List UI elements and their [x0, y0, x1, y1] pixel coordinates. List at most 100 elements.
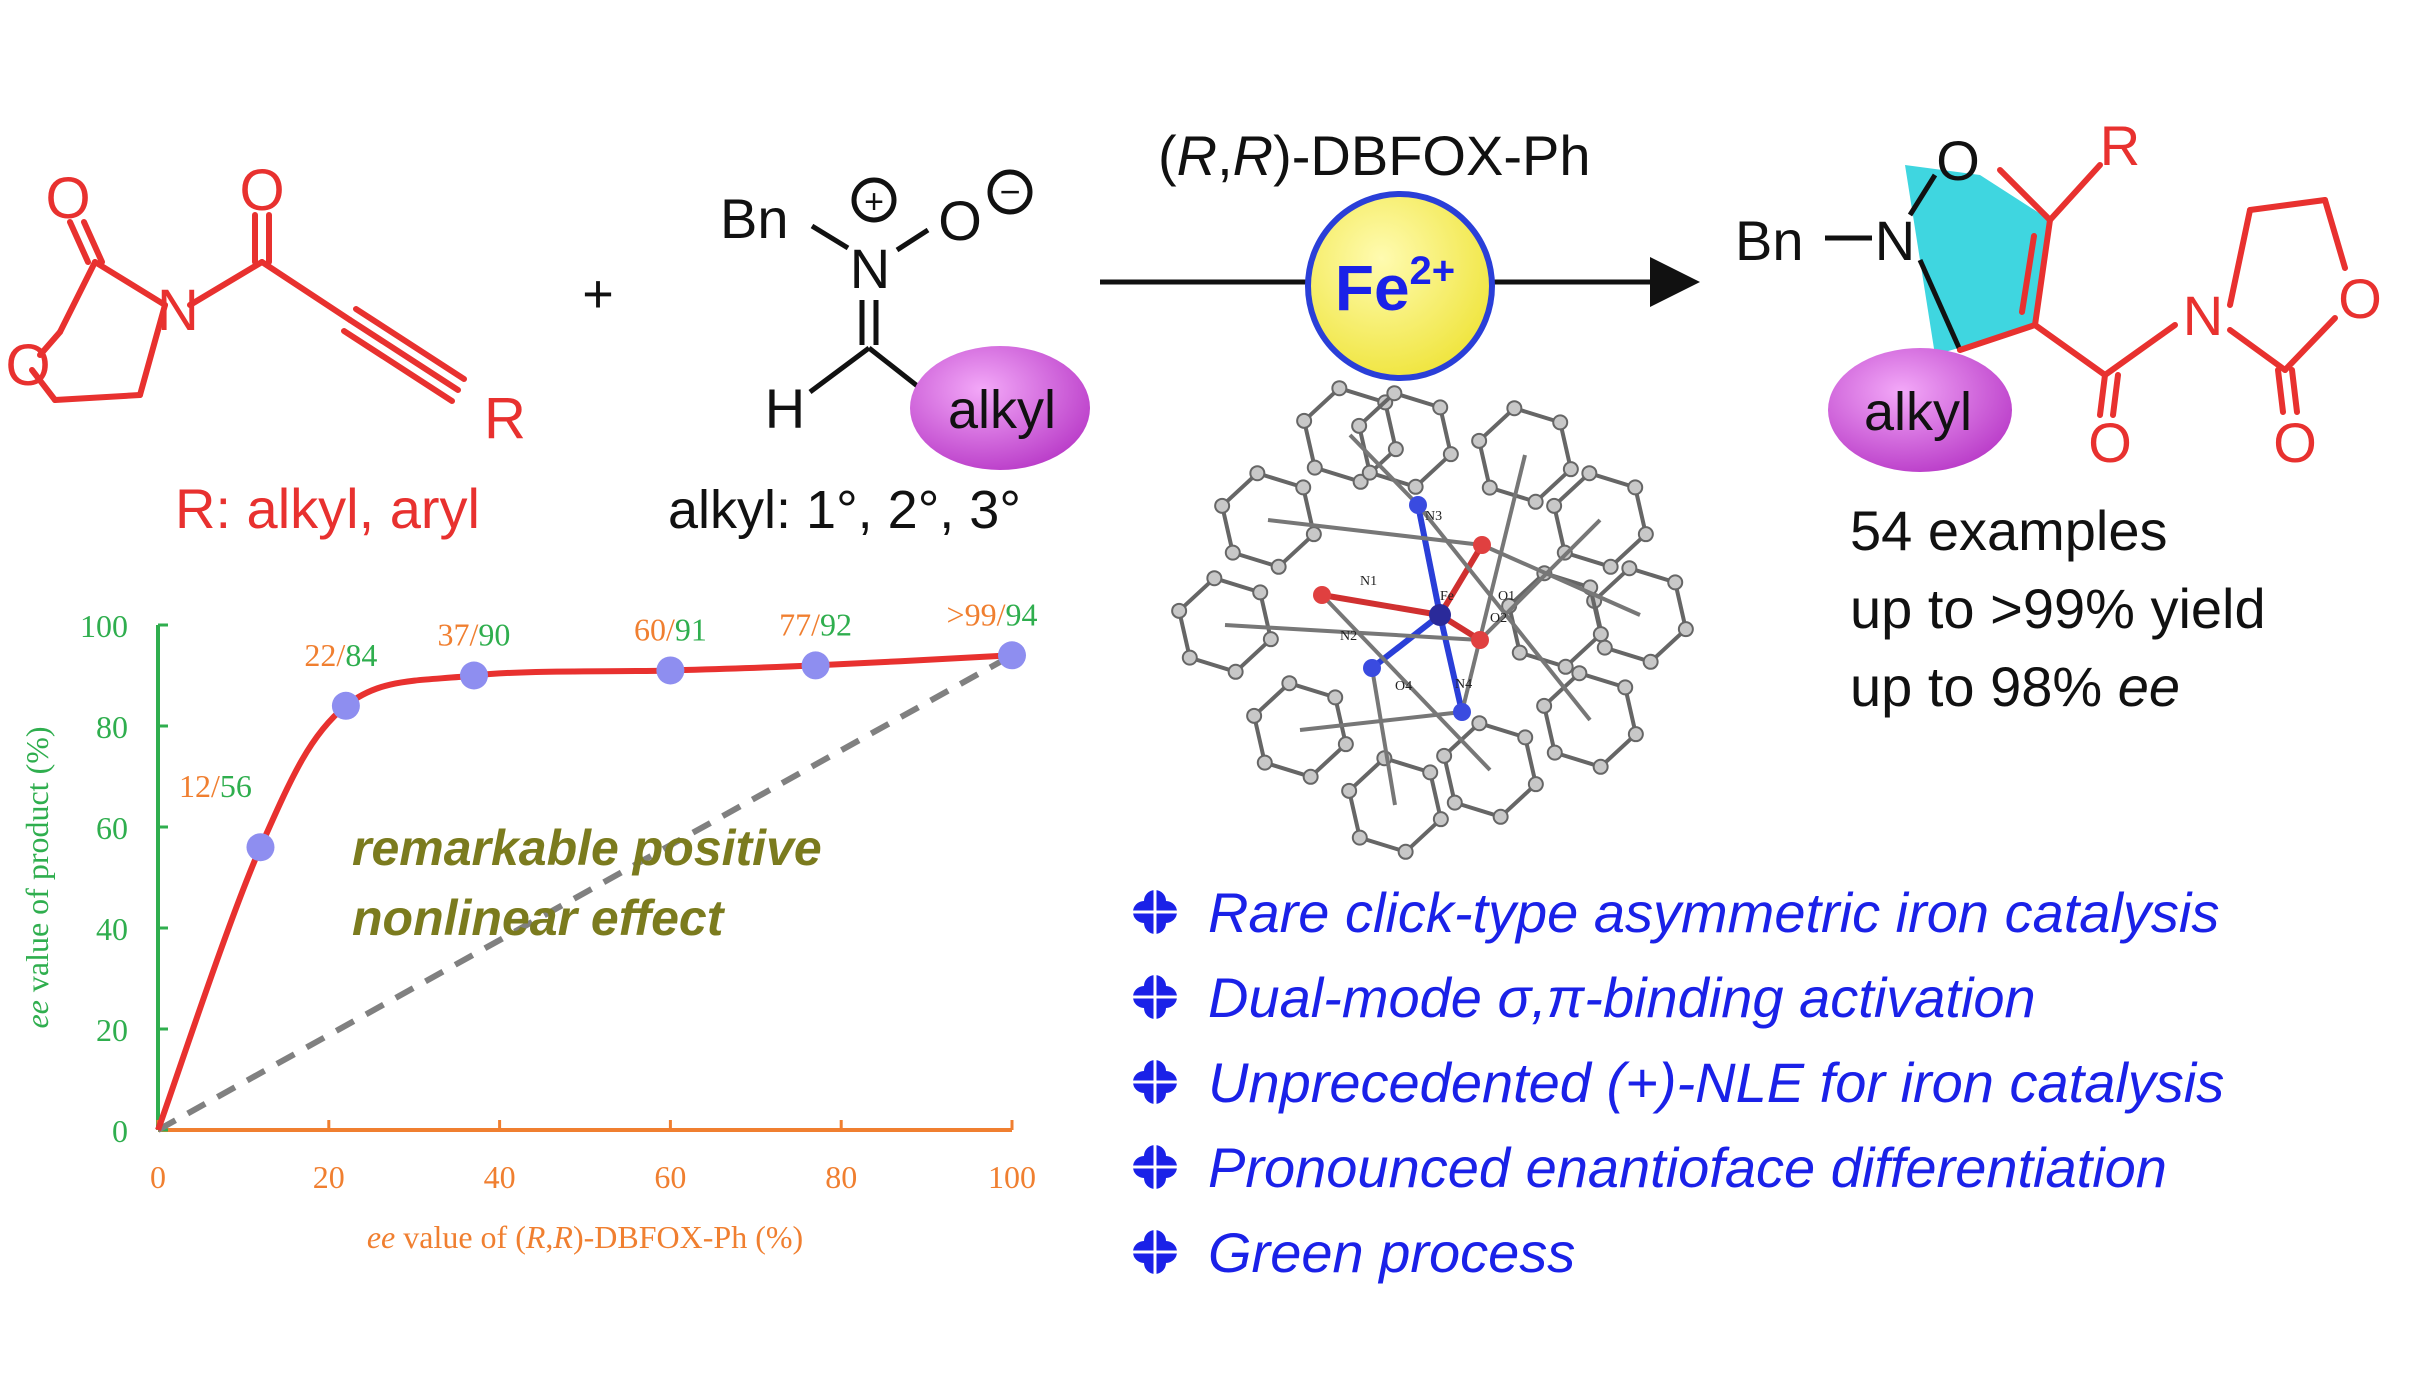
x-tick-label: 20 [313, 1159, 345, 1195]
data-point [656, 656, 685, 685]
backbone-bond [1460, 454, 1527, 713]
atom [1224, 544, 1241, 561]
highlight-text: Green process [1208, 1221, 1575, 1284]
phenyl-ring [1471, 400, 1579, 510]
charge-minus: − [999, 171, 1020, 212]
atom [1227, 663, 1244, 680]
atom [1252, 584, 1269, 601]
ring-bond [1393, 391, 1441, 410]
atom [1506, 400, 1523, 417]
backbone-bond [1224, 623, 1481, 642]
atom [1281, 675, 1298, 692]
ring-bond [1489, 485, 1537, 504]
stat-line: up to >99% yield [1850, 577, 2266, 640]
atom [1562, 461, 1579, 478]
phenyl-ring [1246, 675, 1354, 785]
ring-bond [1588, 471, 1636, 490]
phenyl-ring [1501, 565, 1609, 675]
atom [1517, 729, 1534, 746]
data-label: 12/56 [179, 768, 252, 804]
highlight-item: Green process [1131, 1221, 1575, 1284]
atom [1361, 464, 1378, 481]
phenyl-ring [1546, 465, 1654, 575]
atom [1527, 776, 1544, 793]
data-point [459, 661, 488, 690]
charge-plus: + [864, 183, 884, 221]
heteroatom [1313, 586, 1331, 604]
iron-catalyst-circle [1305, 191, 1495, 381]
atom [1557, 658, 1574, 675]
alkyl-label: alkyl [948, 380, 1056, 440]
atom [1331, 380, 1348, 397]
ring-bond [1314, 465, 1362, 484]
atom [1677, 621, 1694, 638]
phenyl-ring [1536, 665, 1644, 775]
highlight-item: Unprecedented (+)-NLE for iron catalysis [1131, 1051, 2224, 1114]
atom [1337, 736, 1354, 753]
data-label: 60/91 [634, 611, 707, 647]
coordination-bond [1437, 543, 1485, 617]
backbone-bond [1370, 667, 1397, 806]
atom [1341, 782, 1358, 799]
atom [1352, 473, 1369, 490]
atom [1446, 794, 1463, 811]
reactant-nitrone: Bn N O + − H alkyl alkyl: 1°, 2°, 3° [668, 169, 1090, 540]
reactant1-caption: R: alkyl, aryl [175, 477, 480, 540]
atom-n: N [157, 278, 199, 343]
x-axis-title: ee value of (R,R)-DBFOX-Ph (%) [367, 1219, 803, 1255]
clover-bullet-icon [1131, 1143, 1179, 1191]
atom [1436, 747, 1453, 764]
ligand-name: (R,R)-DBFOX-Ph [1158, 124, 1590, 187]
atom [1302, 768, 1319, 785]
atom-r: R [484, 386, 526, 451]
ring-bond [1513, 406, 1561, 425]
atom [1546, 497, 1563, 514]
clover-bullet-icon [1131, 888, 1179, 936]
y-tick-label: 80 [96, 709, 128, 745]
y-tick-label: 100 [80, 608, 128, 644]
atom [1327, 689, 1344, 706]
phenyl-ring [1296, 380, 1404, 490]
highlight-text: Unprecedented (+)-NLE for iron catalysis [1208, 1051, 2224, 1114]
atom-o: O [239, 158, 284, 223]
coordination-bond [1437, 614, 1465, 713]
atom [1206, 570, 1223, 587]
crystal-atom-label: N3 [1425, 509, 1442, 524]
data-label: 22/84 [304, 637, 377, 673]
highlights-list: Rare click-type asymmetric iron catalysi… [1131, 881, 2224, 1284]
x-tick-label: 100 [988, 1159, 1036, 1195]
backbone-bond [1416, 503, 1592, 722]
atom-o: O [5, 333, 50, 398]
highlight-text: Pronounced enantioface differentiation [1208, 1136, 2167, 1199]
x-tick-label: 80 [825, 1159, 857, 1195]
y-tick-label: 0 [112, 1113, 128, 1149]
stat-line: 54 examples [1850, 499, 2168, 562]
atom [1387, 441, 1404, 458]
atom [1642, 653, 1659, 670]
atom [1295, 479, 1312, 496]
alkyl-label: alkyl [1864, 382, 1972, 442]
fe-atom [1429, 604, 1451, 626]
phenyl-ring [1351, 385, 1459, 495]
atom-n: N [850, 237, 890, 300]
coordination-bond [1321, 592, 1441, 618]
atom [1397, 843, 1414, 860]
y-tick-label: 40 [96, 911, 128, 947]
chart-annotation: remarkable positive [352, 820, 822, 876]
backbone-bond [1267, 518, 1483, 547]
highlight-text: Rare click-type asymmetric iron catalysi… [1208, 881, 2219, 944]
backbone-bond [1348, 433, 1420, 507]
atom-bn: Bn [720, 187, 789, 250]
atom [1617, 679, 1634, 696]
clover-bullet-icon [1131, 1058, 1179, 1106]
backbone-bond [1481, 543, 1641, 617]
product-isoxazoline: Bn N O R N O O O alkyl 54 examples up to… [1735, 114, 2382, 718]
atom [1432, 399, 1449, 416]
highlight-item: Rare click-type asymmetric iron catalysi… [1131, 881, 2219, 944]
y-axis-title: ee value of product (%) [19, 726, 55, 1028]
atom [1296, 412, 1313, 429]
backbone-bond [1478, 518, 1602, 642]
atom [1471, 715, 1488, 732]
